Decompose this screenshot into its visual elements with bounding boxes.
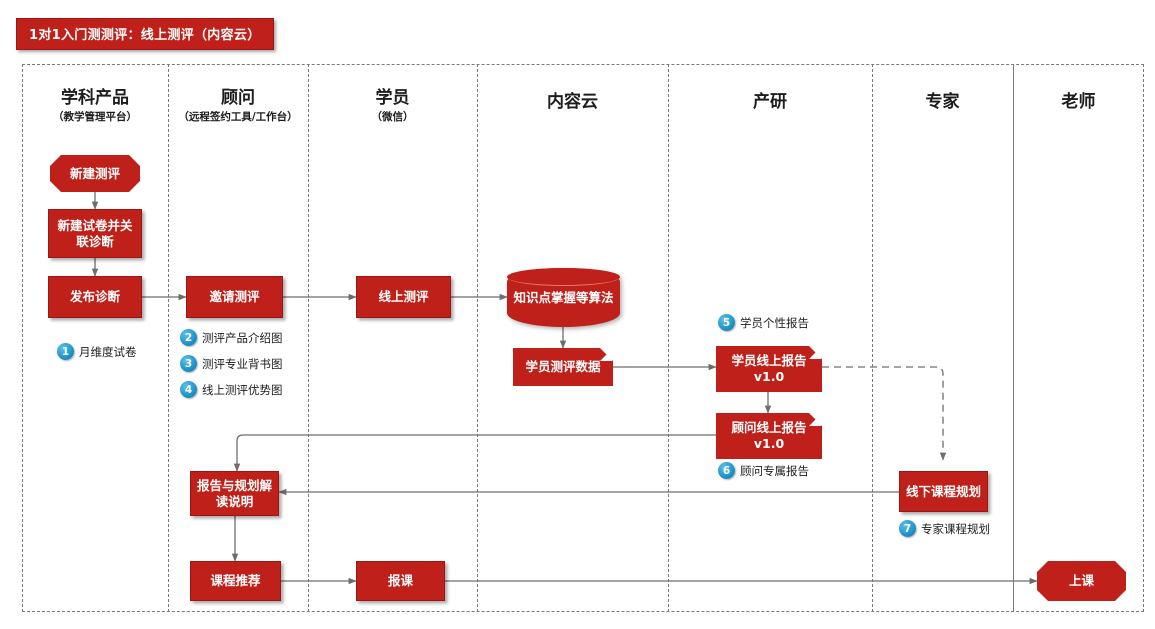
node-online-assessment[interactable]: 线上测评: [356, 276, 451, 318]
annotation-label: 测评专业背书图: [202, 356, 283, 371]
node-course-recommend[interactable]: 课程推荐: [190, 561, 281, 601]
annotation-label: 顾问专属报告: [740, 463, 809, 478]
annotation-7: 7 专家课程规划: [899, 520, 990, 537]
lane-title: 老师: [1061, 92, 1096, 112]
lane-divider-6: [1013, 64, 1014, 612]
bullet-number-icon: 3: [180, 355, 197, 372]
lane-subtitle: （远程签约工具/工作台）: [178, 111, 298, 123]
node-label: 知识点掌握等算法: [513, 289, 614, 305]
annotation-label: 线上测评优势图: [202, 382, 283, 397]
lane-header-laoshi: 老师: [1013, 92, 1144, 112]
annotation-3: 3 测评专业背书图: [180, 355, 283, 372]
lane-divider-2: [308, 64, 309, 612]
lane-title: 产研: [753, 92, 787, 112]
node-enroll-course[interactable]: 报课: [356, 561, 445, 601]
annotation-5: 5 学员个性报告: [718, 314, 809, 331]
bullet-number-icon: 6: [718, 462, 735, 479]
node-attend-class[interactable]: 上课: [1037, 561, 1126, 601]
node-label: 学员测评数据: [525, 359, 601, 374]
bullet-number-icon: 1: [57, 343, 74, 360]
bullet-number-icon: 2: [180, 329, 197, 346]
lane-header-guwen: 顾问 （远程签约工具/工作台）: [168, 88, 308, 124]
node-publish-diagnosis[interactable]: 发布诊断: [48, 276, 142, 318]
annotation-4: 4 线上测评优势图: [180, 381, 283, 398]
bullet-number-icon: 4: [180, 381, 197, 398]
lane-divider-5: [872, 64, 873, 612]
lane-header-chanyan: 产研: [668, 92, 872, 112]
lane-divider-1: [168, 64, 169, 612]
cylinder-top: [507, 268, 620, 286]
node-offline-course-plan[interactable]: 线下课程规划: [899, 471, 988, 512]
lane-subtitle: （教学管理平台）: [53, 111, 137, 123]
node-student-online-report[interactable]: 学员线上报告 v1.0: [716, 346, 822, 392]
diagram-title: 1对1入门测测评：线上测评（内容云）: [16, 18, 274, 50]
lane-header-neirongyun: 内容云: [477, 92, 668, 112]
lane-header-xueyuan: 学员 （微信）: [308, 88, 477, 124]
node-invite-assessment[interactable]: 邀请测评: [186, 276, 283, 318]
lane-subtitle: （微信）: [371, 111, 414, 123]
lane-divider-3: [477, 64, 478, 612]
lane-title: 内容云: [547, 92, 598, 112]
swimlane-frame: [22, 64, 1144, 612]
annotation-1: 1 月维度试卷: [57, 343, 137, 360]
lane-divider-4: [668, 64, 669, 612]
annotation-label: 测评产品介绍图: [202, 330, 283, 345]
node-algorithm-datastore[interactable]: 知识点掌握等算法: [507, 268, 620, 327]
node-new-paper[interactable]: 新建试卷并关联诊断: [48, 209, 142, 258]
node-label-line1: 顾问线上报告: [731, 420, 807, 435]
node-label-line2: v1.0: [753, 436, 785, 451]
lane-title: 顾问: [221, 88, 255, 108]
node-label-line2: v1.0: [753, 369, 785, 384]
lane-header-xuekechanpin: 学科产品 （教学管理平台）: [22, 88, 168, 124]
annotation-2: 2 测评产品介绍图: [180, 329, 283, 346]
node-student-assessment-data[interactable]: 学员测评数据: [513, 348, 613, 386]
lane-header-zhuanjia: 专家: [872, 92, 1013, 112]
lane-title: 学科产品: [61, 88, 129, 108]
lane-title: 学员: [375, 88, 410, 108]
node-report-explanation[interactable]: 报告与规划解读说明: [190, 471, 279, 516]
bullet-number-icon: 5: [718, 314, 735, 331]
bullet-number-icon: 7: [899, 520, 916, 537]
node-new-assessment[interactable]: 新建测评: [50, 155, 140, 192]
node-advisor-online-report[interactable]: 顾问线上报告 v1.0: [716, 413, 822, 459]
annotation-label: 月维度试卷: [79, 344, 137, 359]
annotation-6: 6 顾问专属报告: [718, 462, 809, 479]
node-label-line1: 学员线上报告: [731, 353, 807, 368]
lane-title: 专家: [925, 92, 960, 112]
annotation-label: 专家课程规划: [921, 521, 990, 536]
annotation-label: 学员个性报告: [740, 315, 809, 330]
